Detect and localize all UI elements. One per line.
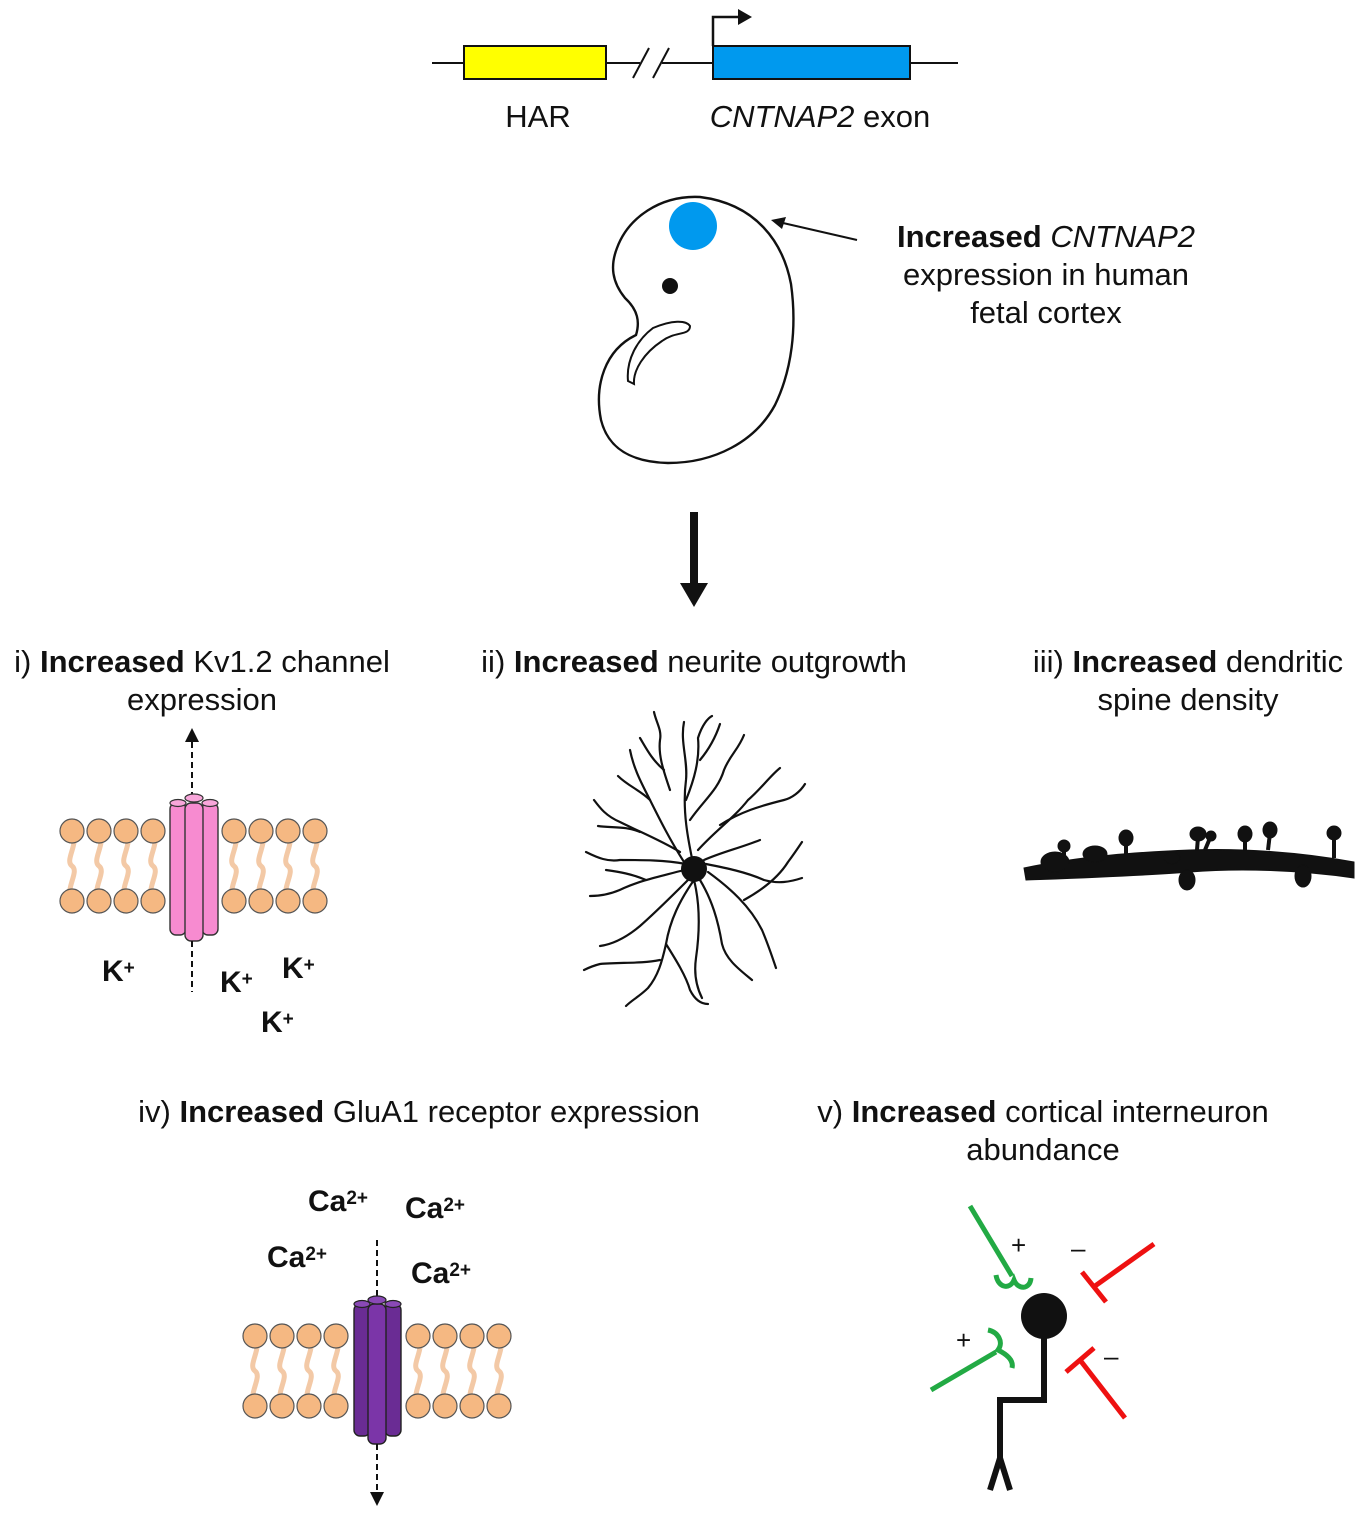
lipid-head [323,1393,349,1419]
lipid-head [405,1393,431,1419]
lipid-head [486,1393,512,1419]
lipid-head [275,818,301,844]
lipid-head [242,1393,268,1419]
ca-ion: Ca2+ [308,1185,369,1218]
callout-line1: Increased CNTNAP2 [896,219,1196,254]
glua-membrane [242,1240,512,1506]
lipid-head [242,1323,268,1349]
downstream-arrow [680,512,708,607]
excitatory-synapse-1 [967,1204,1034,1290]
k-ion: K+ [282,952,315,985]
lipid-head [113,818,139,844]
lipid-head [86,888,112,914]
neuron-soma [681,856,707,882]
panel-v-title: v) Increased cortical interneuron [817,1094,1269,1129]
panel-i-title-line2: expression [127,682,277,717]
lipid-head [275,888,301,914]
lipid-head [432,1323,458,1349]
interneuron-drawing [929,1204,1156,1491]
gene-schematic [432,9,958,80]
k-ion: K+ [102,955,135,988]
lipid-head [113,888,139,914]
panel-ii-title: ii) Increased neurite outgrowth [481,644,907,679]
neuron-drawing [582,710,807,1008]
har-box [463,45,607,80]
kv-membrane [59,728,328,992]
dendrite-drawing [1023,821,1355,891]
lipid-head [459,1393,485,1419]
lipid-head [432,1393,458,1419]
embryo-illustration [597,195,858,465]
lipid-head [302,818,328,844]
excitatory-synapse-2 [929,1327,1015,1393]
neuron-cell-body [1021,1293,1067,1339]
panel-iii-title: iii) Increased dendritic [1032,644,1344,679]
lipid-head [221,888,247,914]
panel-v-title-line2: abundance [966,1132,1120,1167]
panel-iii-title-line2: spine density [1097,682,1279,717]
lipid-head [296,1393,322,1419]
plus-sign: + [956,1325,972,1355]
lipid-head [296,1323,322,1349]
k-ion: K+ [220,966,253,999]
lipid-head [269,1393,295,1419]
minus-sign: – [1071,1233,1086,1263]
kv-channel [169,793,219,942]
ca-ion: Ca2+ [405,1192,466,1225]
transcription-start-arrow [711,15,742,46]
inhibitory-synapse-1 [1080,1241,1156,1304]
lipid-head [302,888,328,914]
lipid-head [269,1323,295,1349]
lipid-head [86,818,112,844]
panel-i-title: i) Increased Kv1.2 channel [14,644,390,679]
plus-sign: + [1011,1230,1027,1260]
lipid-head [59,818,85,844]
embryo-eye [662,278,678,294]
inhibitory-synapse-2 [1064,1346,1127,1420]
exon-box [712,45,911,80]
lipid-head [248,818,274,844]
lipid-head [323,1323,349,1349]
har-label: HAR [505,99,571,134]
k-ion: K+ [261,1006,294,1039]
ca-ion: Ca2+ [267,1241,328,1274]
lipid-head [59,888,85,914]
minus-sign: – [1104,1341,1119,1371]
lipid-head [486,1323,512,1349]
ca-ion: Ca2+ [411,1257,472,1290]
lipid-head [140,888,166,914]
panel-iv-title: iv) Increased GluA1 receptor expression [138,1094,700,1129]
lipid-head [140,818,166,844]
lipid-head [405,1323,431,1349]
callout-line2: expression in human [902,257,1190,292]
callout-arrow [782,222,858,241]
lipid-head [248,888,274,914]
glua-channel [353,1295,402,1445]
embryo-cortex-spot [669,202,717,250]
callout-line3: fetal cortex [970,295,1122,330]
lipid-head [221,818,247,844]
exon-label: CNTNAP2 exon [709,99,931,134]
lipid-head [459,1323,485,1349]
